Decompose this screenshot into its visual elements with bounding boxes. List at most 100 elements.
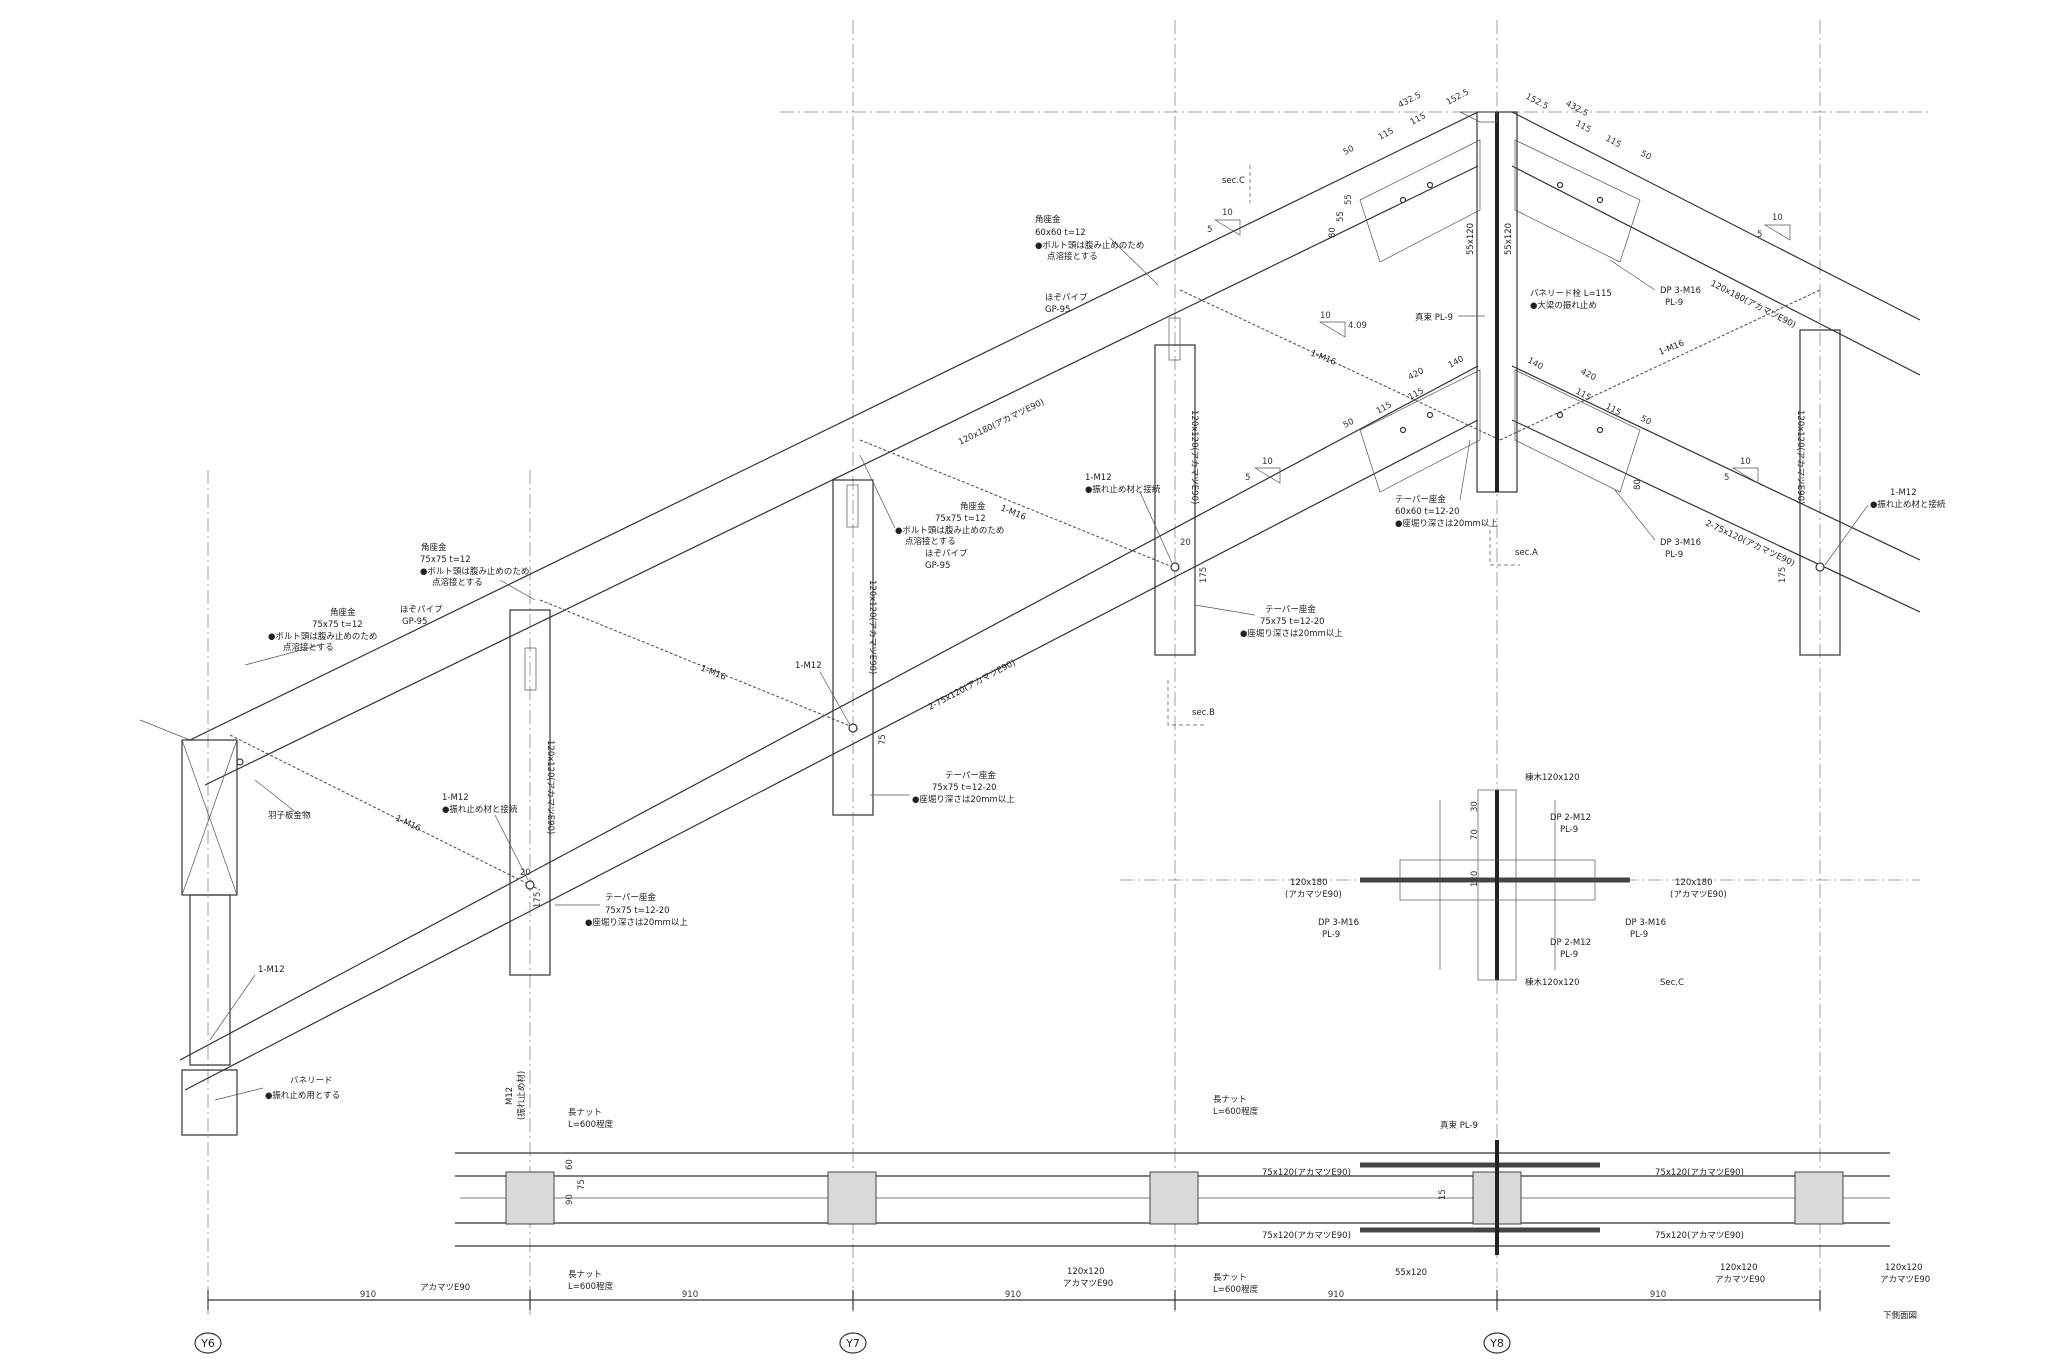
callout-long-nut-1: 長ナット	[568, 1108, 602, 1118]
callout-rafter-left-sec-species: (アカマツE90)	[1285, 890, 1342, 900]
dim-secc-70: 70	[1470, 829, 1480, 840]
callout-brace-4: 75x120(アカマツE90)	[1655, 1231, 1744, 1241]
dim-175-2: 175	[1199, 567, 1209, 583]
slope-rise-2: 10	[1320, 311, 1331, 321]
section-c-title: Sec.C	[1660, 978, 1684, 988]
posts	[181, 111, 1841, 1136]
callout-m12-4: 1-M12	[1085, 473, 1112, 483]
label-king-post-a: 55x120	[1466, 223, 1476, 255]
callout-king-55: 55x120	[1395, 1268, 1427, 1278]
lower-chord-left	[179, 365, 1479, 1091]
callout-kakuza-4-note2: 点溶接とする	[1047, 251, 1098, 262]
callout-rafter-left-sec: 120x180	[1290, 878, 1327, 888]
callout-rafter-right-sec-species: (アカマツE90)	[1670, 890, 1727, 900]
callout-beam-120-top: 棟木120x120	[1525, 772, 1579, 783]
dim-175-3: 175	[1778, 567, 1788, 583]
section-a-marker: sec.A	[1515, 548, 1538, 558]
callout-m16-1: 1-M16	[394, 814, 422, 834]
callout-kakuza-3: 角座金	[960, 501, 986, 512]
callout-m12-5: 1-M12	[1890, 488, 1917, 498]
dim-v2: 55	[1336, 211, 1346, 222]
label-post-2: 120x120(アカマツE90)	[867, 580, 877, 674]
dim-plan-75: 75	[577, 1179, 587, 1190]
callout-dp3-1-pl: PL-9	[1665, 298, 1683, 308]
diagonal-rods	[229, 289, 1821, 891]
dim-a4-right: 115	[1604, 134, 1623, 150]
callout-kakuza-4-size: 60x60 t=12	[1035, 228, 1086, 238]
callout-spring-note: ●振れ止め用とする	[265, 1090, 340, 1101]
slope-run-5: 5	[1724, 473, 1729, 483]
callout-dp3-1: DP 3-M16	[1660, 286, 1701, 296]
callout-kakuza-1-note2: 点溶接とする	[283, 642, 334, 653]
span-dim-3: 910	[1005, 1290, 1021, 1300]
axis-y6: Y6	[200, 1337, 215, 1350]
callout-taper-1-note: ●座堀り深さは20mm以上	[585, 917, 688, 928]
dim-20-1: 20	[520, 868, 531, 878]
callout-m12-1: 1-M12	[442, 793, 469, 803]
callout-post-120-3: 120x120	[1885, 1263, 1922, 1273]
sheet-label: 下側面図	[1883, 1310, 1917, 1321]
callout-spacer-1-size: GP-95	[402, 617, 427, 627]
callout-dp3-sec-right-pl: PL-9	[1630, 930, 1648, 940]
callout-kakuza-2-note2: 点溶接とする	[432, 577, 483, 588]
callout-kakuza-2-note1: ●ボルト頭は腹み止めのため	[420, 566, 529, 577]
callout-long-nut-2: 長ナット	[568, 1270, 602, 1280]
callout-spacer-2-size: GP-95	[925, 561, 950, 571]
callout-dp3-sec-left-pl: PL-9	[1322, 930, 1340, 940]
callout-post-species-2: アカマツE90	[1063, 1279, 1113, 1289]
label-rafter-left: 120x180(アカマツE90)	[957, 397, 1046, 447]
callout-taper-2-size: 75x75 t=12-20	[932, 783, 997, 793]
label-chord-left: 2-75x120(アカマツE90)	[927, 658, 1018, 713]
callout-long-nut-3-len: L=600程度	[1213, 1106, 1259, 1117]
callout-m12-brace-1-note: (振れ止め材)	[516, 1071, 527, 1120]
dim-b1-right: 420	[1579, 367, 1598, 383]
callout-m12-4-note: ●振れ止め材と接続	[1085, 484, 1161, 495]
dim-v1: 80	[1328, 227, 1338, 238]
dim-a4-left: 115	[1377, 126, 1396, 142]
grid-lines	[207, 20, 1930, 1315]
dim-secc-30: 30	[1470, 801, 1480, 812]
grid-axis-bubbles: Y6 Y7 Y8	[194, 1332, 1511, 1354]
label-post-3: 120x120(アカマツE90)	[1189, 410, 1199, 504]
span-dimension-labels: 910 910 910 910 910	[360, 1290, 1666, 1300]
dim-175-1: 175	[533, 892, 543, 908]
dim-a1-right: 432.5	[1564, 99, 1590, 119]
dim-plan-90: 90	[565, 1194, 575, 1205]
callout-rafter-right-sec: 120x180	[1675, 878, 1712, 888]
callout-dp3-2: DP 3-M16	[1660, 538, 1701, 548]
callout-kakuza-4: 角座金	[1035, 214, 1061, 225]
span-dim-4: 910	[1328, 1290, 1344, 1300]
dim-a3-left: 115	[1409, 111, 1428, 127]
callout-taper-2-note: ●座堀り深さは20mm以上	[912, 794, 1015, 805]
callout-spring-115-note: ●大梁の振れ止め	[1530, 300, 1597, 311]
dim-a5-right: 50	[1639, 149, 1653, 163]
callout-spacer-1: ほぞパイプ	[400, 605, 443, 615]
callout-taper-2: テーパー座金	[945, 770, 996, 781]
slope-rise-1: 10	[1222, 208, 1233, 218]
plan-view	[455, 1140, 1890, 1255]
axis-y8: Y8	[1489, 1337, 1504, 1350]
span-dim-2: 910	[682, 1290, 698, 1300]
callout-kakuza-1: 角座金	[330, 607, 356, 618]
dim-20-2: 20	[1180, 538, 1191, 548]
callout-hagoita: 羽子板金物	[268, 810, 311, 821]
callout-kakuza-3-note2: 点溶接とする	[905, 536, 956, 547]
callout-dp3-sec-left: DP 3-M16	[1318, 918, 1359, 928]
section-b-marker: sec.B	[1192, 708, 1215, 718]
callout-taper-4-size: 60x60 t=12-20	[1395, 507, 1460, 517]
callout-taper-1: テーパー座金	[605, 892, 656, 903]
callout-dp2-bottom: DP 2-M12	[1550, 938, 1591, 948]
slope-run-1: 5	[1207, 225, 1212, 235]
callout-taper-3: テーパー座金	[1265, 604, 1316, 615]
slope-rise-5: 10	[1740, 457, 1751, 467]
dim-a1-left: 432.5	[1397, 90, 1423, 110]
callout-dp3-2-pl: PL-9	[1665, 550, 1683, 560]
callout-kakuza-3-note1: ●ボルト頭は腹み止めのため	[895, 525, 1004, 536]
callout-taper-3-note: ●座堀り深さは20mm以上	[1240, 628, 1343, 639]
callout-m12-3: 1-M12	[795, 661, 822, 671]
callout-kakuza-2-size: 75x75 t=12	[420, 555, 471, 565]
callout-beam-120-bottom: 棟木120x120	[1525, 977, 1579, 988]
slope-run-3: 5	[1245, 473, 1250, 483]
span-dim-1: 910	[360, 1290, 376, 1300]
callout-spacer-3-size: GP-95	[1045, 305, 1070, 315]
